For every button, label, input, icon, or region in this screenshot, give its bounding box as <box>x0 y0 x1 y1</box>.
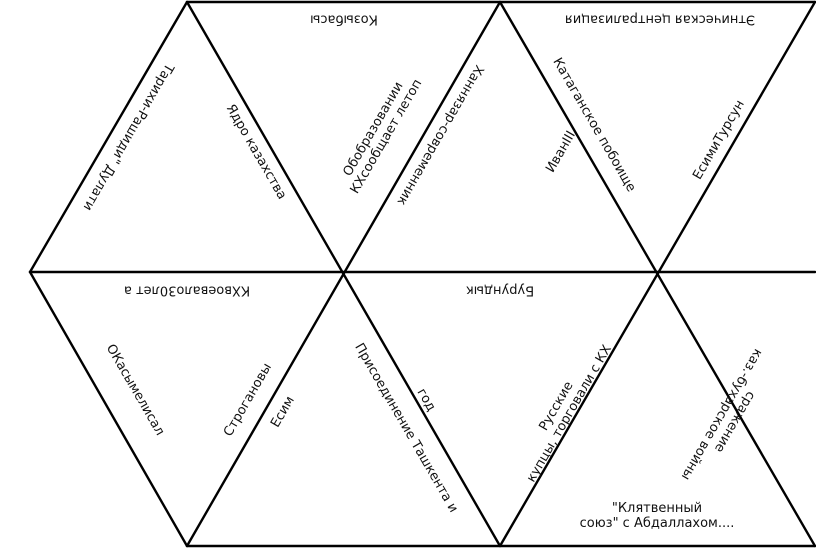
card-text-line: Этническая централизация <box>564 11 756 27</box>
diagonal-c <box>185 0 502 548</box>
diagonal-f <box>28 270 189 548</box>
card-text-t10: КХвоевало30лет а <box>124 283 250 298</box>
card-text-line: КХвоевало30лет а <box>123 282 251 298</box>
card-text-t6: Этническая централизация <box>565 12 755 27</box>
card-text-line: "Клятвенный <box>611 501 703 516</box>
card-text-t2: Козыбасы <box>310 12 378 27</box>
diagonal-a <box>28 0 189 274</box>
card-text-line: Козыбасы <box>310 11 378 27</box>
card-text-line: Бурундык <box>465 282 535 298</box>
card-text-line: союз" с Абдаллахом.... <box>579 516 735 531</box>
card-text-t16: Бурундык <box>466 283 534 298</box>
diagonal-e <box>498 0 816 548</box>
